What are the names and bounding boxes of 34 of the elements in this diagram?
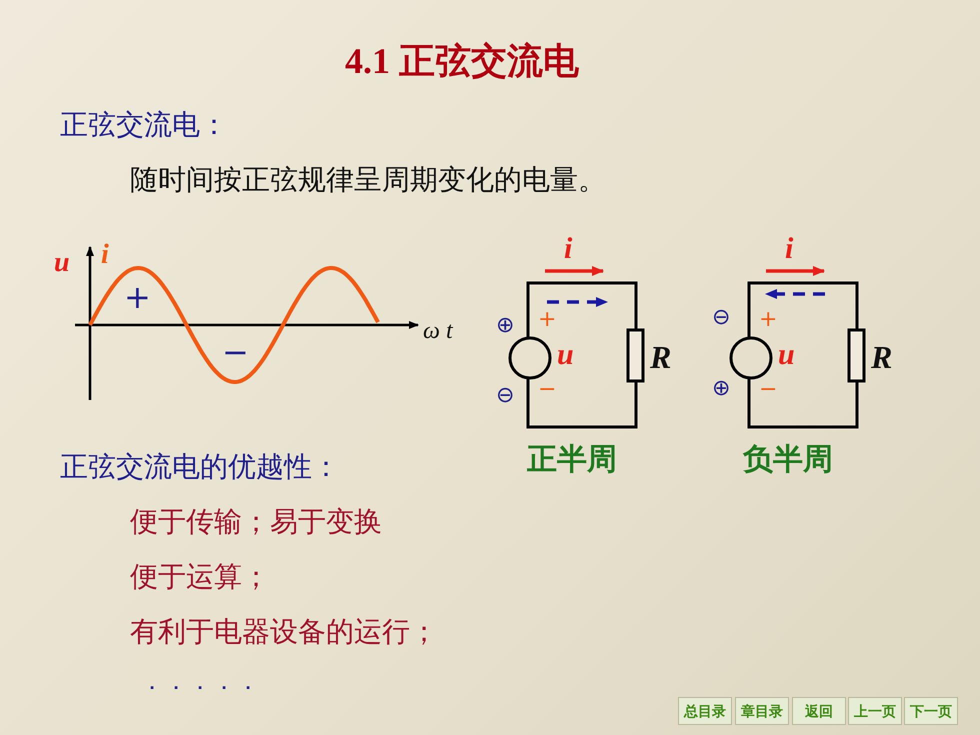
nav-button: 总目录 xyxy=(678,697,732,725)
list-item: 有利于电器设备的运行； xyxy=(130,617,438,648)
heading: 正弦交流电的优越性： xyxy=(60,452,340,483)
sign-mark: − xyxy=(538,378,556,402)
slide-title: 4.1 正弦交流电 xyxy=(345,42,579,82)
caption: 负半周 xyxy=(743,443,833,476)
heading: 正弦交流电： xyxy=(60,110,228,141)
body-text: 随时间按正弦规律呈周期变化的电量。 xyxy=(130,165,606,196)
polarity-mark: ⊖ xyxy=(496,384,514,408)
polarity-mark: ⊕ xyxy=(496,314,514,338)
nav-button: 返回 xyxy=(792,697,846,725)
variable-label: i xyxy=(564,232,572,265)
axis-label: i xyxy=(101,240,109,271)
list-item: ．．．．． xyxy=(140,668,260,694)
axis-label: u xyxy=(54,248,70,279)
nav-button: 上一页 xyxy=(848,697,902,725)
variable-label: R xyxy=(650,340,672,376)
caption: 正半周 xyxy=(527,443,617,476)
axis-label: ω t xyxy=(423,318,453,344)
variable-label: R xyxy=(871,340,892,376)
polarity-mark: ⊖ xyxy=(712,306,730,330)
polarity-mark: ⊕ xyxy=(712,377,730,402)
variable-label: i xyxy=(785,232,794,265)
variable-label: u xyxy=(778,338,795,371)
sign-mark: − xyxy=(759,378,778,402)
list-item: 便于运算； xyxy=(130,562,270,593)
nav-button: 章目录 xyxy=(735,697,789,725)
sign-mark: + xyxy=(124,280,151,316)
sign-mark: + xyxy=(759,308,778,332)
sign-mark: + xyxy=(538,308,556,332)
nav-button: 下一页 xyxy=(904,697,958,725)
list-item: 便于传输；易于变换 xyxy=(130,507,382,538)
variable-label: u xyxy=(557,338,574,371)
sign-mark: − xyxy=(222,335,249,370)
